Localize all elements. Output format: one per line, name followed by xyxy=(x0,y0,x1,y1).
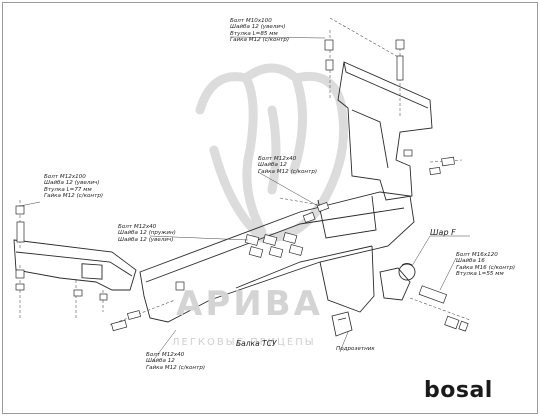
right-mounting-bracket xyxy=(337,61,433,201)
ball-bolt-label: Болт М16х120 Шайба 16 Гайка М16 (с/контр… xyxy=(456,252,515,278)
center-bolt-line: Шайба 12 xyxy=(258,162,287,169)
fasteners xyxy=(15,39,469,332)
bracket-label: Подрозетник xyxy=(336,346,375,352)
ball-bolt-line: Болт М16х120 xyxy=(456,252,498,258)
leader-lines xyxy=(19,36,470,363)
watermark-subtitle: ЛЕГКОВЫЕ ПРИЦЕПЫ xyxy=(172,337,316,348)
center-bolt-line: Гайка М12 (с/контр) xyxy=(258,168,318,175)
bottom-bolt-label: Болт М12х40 Шайба 12 Гайка М12 (с/контр) xyxy=(146,352,205,371)
ball-bolt-line: Гайка М16 (с/контр) xyxy=(456,264,516,271)
top-bolt-line: Болт М10х100 xyxy=(230,18,272,24)
socket-bracket xyxy=(331,311,353,337)
bottom-bolt-line: Болт М12х40 xyxy=(146,352,185,358)
mid-left-bolt-line: Шайба 12 (пружин) xyxy=(118,230,176,237)
top-bolt-line: Втулка L=85 мм xyxy=(230,30,278,37)
center-bolt-line: Болт М12х40 xyxy=(258,156,297,162)
hitch-beam xyxy=(139,191,415,323)
top-bolt-line: Шайба 12 (увелич) xyxy=(230,24,286,31)
watermark-horse-icon xyxy=(195,63,349,243)
ball-bolt-line: Втулка L=55 мм xyxy=(456,271,504,278)
bosal-logo: bosal xyxy=(424,378,493,403)
left-mounting-bracket xyxy=(13,239,137,291)
center-bolt-label: Болт М12х40 Шайба 12 Гайка М12 (с/контр) xyxy=(258,156,317,175)
tow-ball xyxy=(379,263,416,301)
left-bolt-line: Втулка L=77 мм xyxy=(44,186,92,193)
left-bolt-line: Гайка М12 (с/контр) xyxy=(44,193,104,200)
ball-bolt-line: Шайба 16 xyxy=(456,258,485,265)
mid-left-bolt-line: Шайба 12 (увелич) xyxy=(118,236,174,243)
bottom-bolt-line: Гайка М12 (с/контр) xyxy=(146,364,206,371)
beam-label: Балка ТСУ xyxy=(236,339,277,348)
left-bolt-line: Шайба 12 (увелич) xyxy=(44,180,100,187)
mid-left-bolt-label: Болт М12х40 Шайба 12 (пружин) Шайба 12 (… xyxy=(118,224,176,243)
top-bolt-line: Гайка М12 (с/контр) xyxy=(230,37,290,44)
left-bolt-label: Болт М12х100 Шайба 12 (увелич) Втулка L=… xyxy=(44,174,103,200)
ball-title: Шар F xyxy=(430,228,456,237)
mid-left-bolt-line: Болт М12х40 xyxy=(118,224,157,230)
top-bolt-label: Болт М10х100 Шайба 12 (увелич) Втулка L=… xyxy=(230,18,289,44)
watermark-word: АРИВА xyxy=(176,284,323,324)
bottom-bolt-line: Шайба 12 xyxy=(146,358,175,365)
left-bolt-line: Болт М12х100 xyxy=(44,174,86,180)
